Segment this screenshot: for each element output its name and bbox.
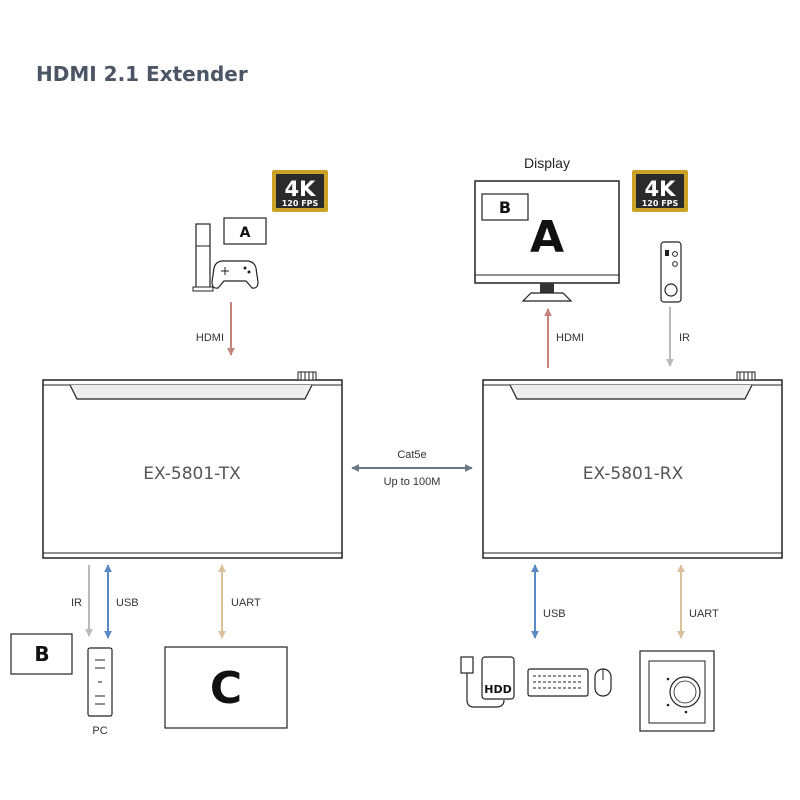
display-a-letter: A bbox=[530, 212, 564, 263]
rx-antenna-connector-icon bbox=[736, 371, 756, 381]
pc-label: PC bbox=[92, 725, 107, 737]
display-b-letter: B bbox=[499, 198, 511, 217]
display-label: Display bbox=[524, 155, 570, 171]
badge-fps-text: 120 FPS bbox=[642, 199, 679, 208]
game-console-icon bbox=[192, 223, 214, 292]
tx-hdmi-label: HDMI bbox=[196, 332, 224, 344]
rx-hdmi-label: HDMI bbox=[556, 332, 584, 344]
ir-remote-icon bbox=[660, 241, 682, 303]
cat5e-label: Cat5e bbox=[397, 449, 426, 461]
tx-ir-label: IR bbox=[71, 597, 82, 609]
c-box: C bbox=[164, 646, 288, 729]
badge-4k-text: 4K bbox=[285, 177, 317, 201]
rx-model-label: EX-5801-RX bbox=[583, 464, 684, 484]
tx-extender: EX-5801-TX bbox=[42, 371, 343, 559]
tx-usb-label: USB bbox=[116, 597, 139, 609]
rx-ir-label: IR bbox=[679, 332, 690, 344]
rx-usb-label: USB bbox=[543, 608, 566, 620]
tx-antenna-connector-icon bbox=[297, 371, 317, 381]
mouse-icon bbox=[594, 668, 612, 697]
badge-fps-text: 120 FPS bbox=[282, 199, 319, 208]
gamepad-icon bbox=[211, 260, 259, 289]
cat5e-link: Cat5e Up to 100M bbox=[351, 449, 473, 488]
page-title: HDMI 2.1 Extender bbox=[36, 62, 248, 86]
display-monitor: A B bbox=[474, 180, 620, 302]
b-letter: B bbox=[34, 642, 49, 666]
keyboard-icon bbox=[527, 668, 589, 697]
badge-4k-text: 4K bbox=[645, 177, 677, 201]
pc-tower-icon bbox=[87, 647, 113, 717]
hdd-label: HDD bbox=[484, 683, 511, 696]
distance-label: Up to 100M bbox=[384, 476, 441, 488]
source-a-letter: A bbox=[240, 225, 251, 241]
c-letter: C bbox=[210, 663, 242, 714]
badge-4k-rx: 4K 120 FPS bbox=[632, 170, 688, 212]
badge-4k-tx: 4K 120 FPS bbox=[272, 170, 328, 212]
rx-extender: EX-5801-RX bbox=[482, 371, 783, 559]
rx-uart-label: UART bbox=[689, 608, 719, 620]
wall-control-panel-icon bbox=[639, 650, 715, 732]
source-a-box: A bbox=[223, 217, 267, 245]
b-box: B bbox=[10, 633, 73, 675]
usb-cable-icon bbox=[460, 656, 505, 708]
tx-uart-label: UART bbox=[231, 597, 261, 609]
tx-model-label: EX-5801-TX bbox=[143, 464, 241, 484]
hdd-icon: HDD bbox=[481, 656, 515, 700]
